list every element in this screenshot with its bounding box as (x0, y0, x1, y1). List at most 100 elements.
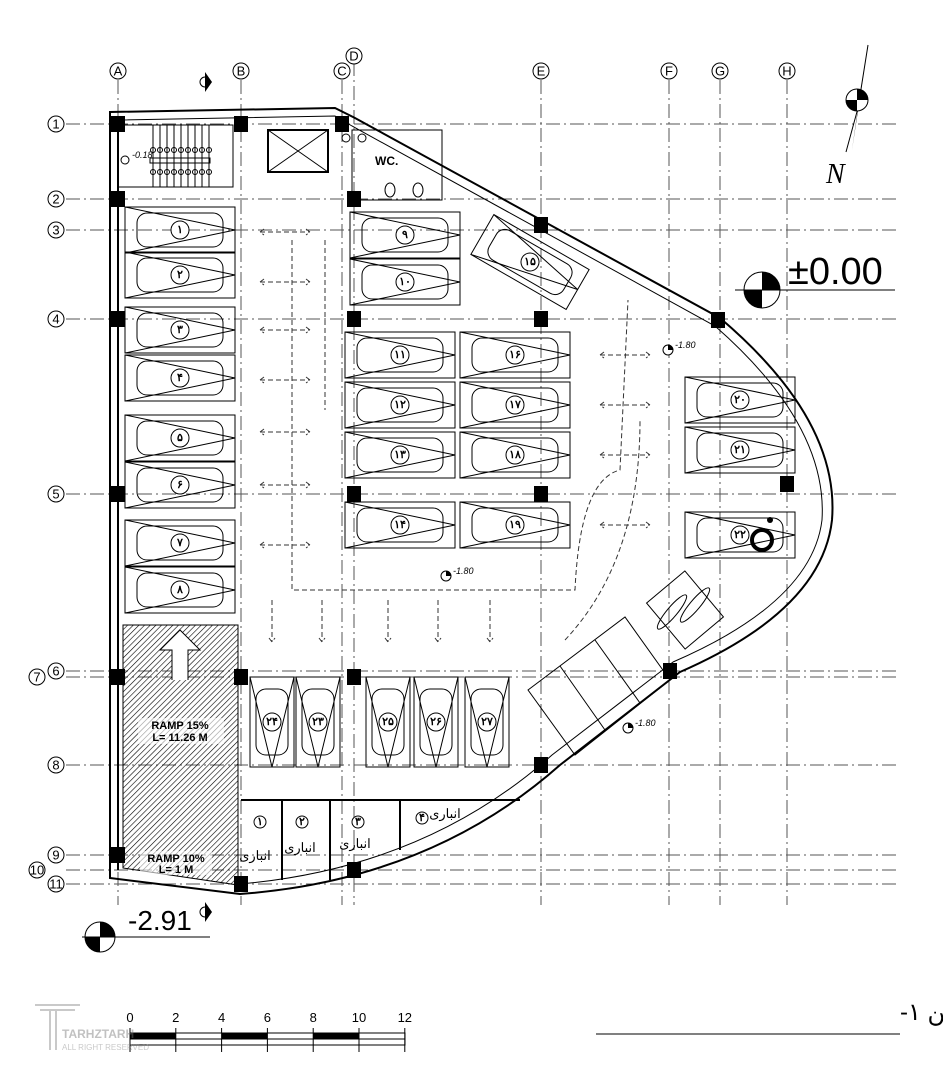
parking-space: ۱۰ (349, 258, 461, 306)
structural-column (663, 663, 677, 679)
car-icon (356, 387, 444, 423)
storage-number: ۳ (355, 816, 361, 828)
car-icon (356, 507, 444, 543)
grid-bubble-11: 11 (47, 875, 65, 893)
traffic-arrow (259, 376, 311, 384)
grid-label: 9 (52, 848, 59, 863)
parking-number: ۱۴ (394, 519, 406, 531)
elevation-marker: -1.80 (662, 340, 696, 356)
car-icon (136, 312, 224, 348)
car-icon (696, 517, 784, 553)
car-icon (356, 437, 444, 473)
parking-number: ۲ (177, 269, 183, 281)
storage-number: ۴ (419, 812, 425, 824)
grid-bubble-E: E (532, 62, 550, 80)
parking-space: ۱۹ (459, 501, 571, 549)
car-icon (471, 437, 559, 473)
wc-label: WC. (375, 154, 398, 168)
ramp-small-slope: RAMP 10% (147, 853, 204, 865)
parking-number: ۱۰ (399, 276, 411, 288)
grid-bubble-B: B (232, 62, 250, 80)
traffic-arrow (259, 481, 311, 489)
traffic-arrow (318, 600, 326, 643)
elevation-marker: -1.80 (440, 566, 474, 582)
elevation-ground: ±0.00 (735, 251, 895, 309)
ramp-main: RAMP 15% L= 11.26 M RAMP 10% L= 1 M (122, 624, 239, 886)
parking-number: ۲۰ (734, 394, 746, 406)
grid-label: E (537, 64, 546, 79)
parking-space: ۱۲ (344, 381, 456, 429)
car-icon (371, 688, 405, 756)
scale-tick-label: 0 (126, 1010, 133, 1025)
grid-label: 3 (52, 223, 59, 238)
car-icon (487, 228, 573, 296)
grid-label: 1 (52, 117, 59, 132)
parking-number: ۲۲ (734, 529, 746, 541)
structural-column (111, 116, 125, 132)
structural-column (347, 862, 361, 878)
grid-bubble-2: 2 (47, 190, 65, 208)
parking-space: ۳ (124, 306, 236, 354)
grid-label: 6 (52, 664, 59, 679)
car-icon (471, 387, 559, 423)
car-icon (136, 525, 224, 561)
parking-number: ۹ (402, 229, 408, 241)
grid-bubble-8: 8 (47, 756, 65, 774)
grid-bubble-10: 10 (28, 861, 46, 879)
parking-space: ۵ (124, 414, 236, 462)
elevation-basement: -2.91 (82, 905, 210, 953)
grid-bubble-H: H (778, 62, 796, 80)
title-text: پلان مبلمان زیرزمین ۱- (900, 999, 943, 1026)
ramp-entry (527, 616, 671, 756)
grid-label: 10 (30, 863, 44, 878)
traffic-arrow (599, 401, 651, 409)
traffic-arrow (599, 521, 651, 529)
parking-space: ۲۴ (249, 676, 295, 768)
parking-space: ۱۳ (344, 431, 456, 479)
grid-label: 11 (49, 877, 63, 892)
parking-space: ۲۳ (295, 676, 341, 768)
parking-space: ۱۸ (459, 431, 571, 479)
parking-number: ۲۵ (382, 716, 394, 728)
ramp-main-length: L= 11.26 M (152, 732, 207, 744)
parking-space: ۱ (124, 206, 236, 254)
watermark-logo: TARHZTARH ALL RIGHT RESERVED (35, 1004, 149, 1052)
structural-column (347, 486, 361, 502)
parking-number: ۱۷ (509, 399, 521, 411)
parking-space: ۷ (124, 519, 236, 567)
parking-space: ۲۶ (413, 676, 459, 768)
section-marker-top (199, 72, 212, 92)
car-icon (136, 257, 224, 293)
parking-number: ۳ (177, 324, 183, 336)
drawing-title: پلان مبلمان زیرزمین ۱- (596, 999, 943, 1035)
structural-column (780, 476, 794, 492)
car-icon (470, 688, 504, 756)
grid-lines (66, 62, 900, 905)
grid-label: G (715, 64, 725, 79)
parking-number: ۶ (177, 479, 183, 491)
structural-column (335, 116, 349, 132)
structural-column (347, 311, 361, 327)
scale-tick-label: 2 (172, 1010, 179, 1025)
structural-column (111, 311, 125, 327)
structural-column (111, 486, 125, 502)
car-icon (361, 264, 449, 300)
structural-column (111, 191, 125, 207)
storage-label: انباری (429, 806, 461, 822)
parking-number: ۸ (176, 584, 183, 596)
parking-space: ۱۷ (459, 381, 571, 429)
car-icon (419, 688, 453, 756)
grid-label: C (337, 64, 346, 79)
parking-space: ۲۲ (684, 511, 796, 559)
parking-number: ۲۱ (734, 444, 746, 456)
structural-column (347, 669, 361, 685)
structural-column (111, 847, 125, 863)
parking-number: ۱۲ (394, 399, 406, 411)
car-icon (696, 432, 784, 468)
traffic-arrow (259, 228, 311, 236)
